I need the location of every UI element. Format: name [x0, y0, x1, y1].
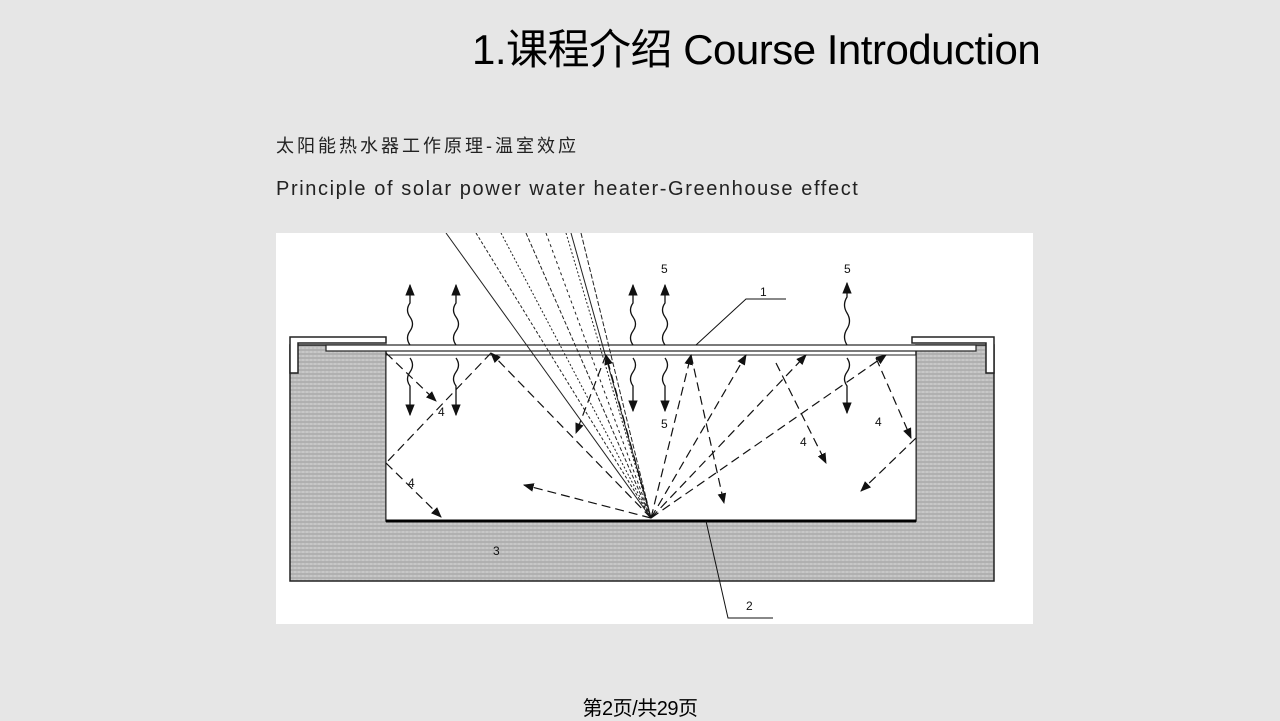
label-absorber-plate: 2	[746, 599, 753, 613]
insulation-box	[289, 344, 995, 582]
label-emitted-c: 5	[844, 262, 851, 276]
subtitle-chinese: 太阳能热水器工作原理-温室效应	[276, 136, 579, 156]
label-glass-cover: 1	[760, 285, 767, 299]
solar-collector-diagram: 1 2 3 4 4 4 4 5 5 5	[276, 233, 1033, 624]
label-reflected-b: 4	[408, 476, 415, 490]
label-reflected-d: 4	[875, 415, 882, 429]
subtitle-english: Principle of solar power water heater-Gr…	[276, 178, 860, 200]
frame-caps	[289, 336, 995, 374]
emitted-infrared-arrows	[405, 281, 852, 417]
glass-cover	[325, 344, 977, 352]
label-emitted-a: 5	[661, 262, 668, 276]
slide-title: 1.课程介绍 Course Introduction	[472, 26, 1041, 73]
label-emitted-b: 5	[661, 417, 668, 431]
label-reflected-c: 4	[800, 435, 807, 449]
label-insulation: 3	[493, 544, 500, 558]
reflected-rays	[385, 352, 917, 519]
diagram-labels: 1 2 3 4 4 4 4 5 5 5	[408, 262, 882, 613]
label-reflected-a: 4	[438, 405, 445, 419]
leader-lines	[695, 298, 786, 619]
page-indicator: 第2页/共29页	[582, 698, 698, 720]
